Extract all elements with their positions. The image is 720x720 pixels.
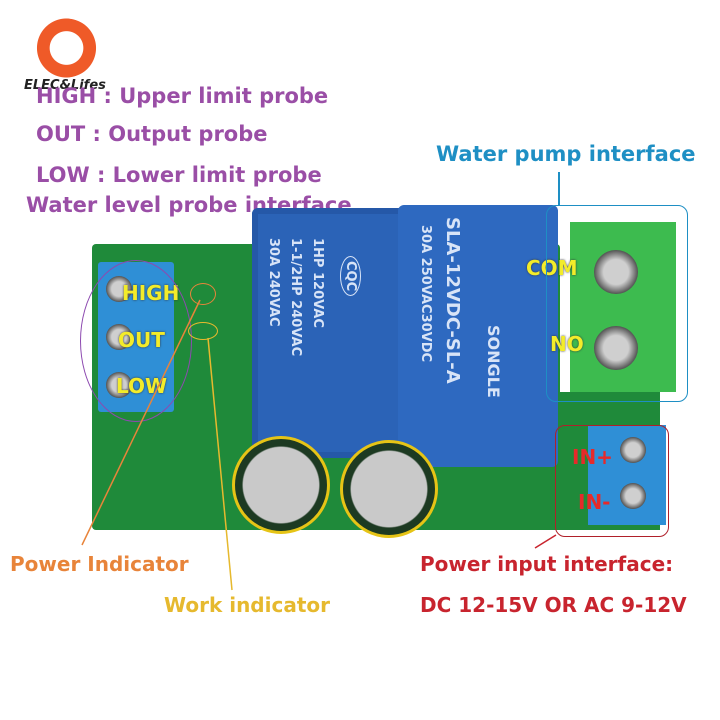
- relay-cover: 30A 250VAC30VDC SLA-12VDC-SL-A SONGLE: [398, 205, 558, 467]
- relay-rating-text: 1HP 120VAC: [310, 238, 325, 328]
- power-terminal-block: [588, 425, 666, 525]
- capacitor-icon: [340, 440, 438, 538]
- legend-high: HIGH : Upper limit probe: [36, 84, 329, 108]
- power-input-spec: DC 12-15V OR AC 9-12V: [420, 593, 687, 617]
- terminal-in-plus-label: IN+: [572, 445, 613, 469]
- relay-rating-text: 30A 240VAC: [266, 238, 281, 327]
- pump-terminal-block: [570, 222, 676, 392]
- relay-rating-text: 30A 250VAC30VDC: [418, 225, 433, 363]
- terminal-in-minus-label: IN-: [578, 490, 611, 514]
- capacitor-icon: [232, 436, 330, 534]
- probe-highlight-ellipse: [80, 260, 192, 422]
- pump-callout-line: [558, 172, 560, 205]
- pump-interface-label: Water pump interface: [436, 142, 696, 166]
- relay-brand-text: SONGLE: [484, 325, 503, 398]
- work-indicator-label: Work indicator: [164, 593, 330, 617]
- power-input-label: Power input interface:: [420, 552, 674, 576]
- relay-cert-mark: CQC: [340, 256, 361, 297]
- terminal-no-label: NO: [550, 332, 584, 356]
- screw-icon: [620, 437, 646, 463]
- work-led-icon: [188, 322, 218, 340]
- brand-logo-text: ELEC&Lifes: [24, 78, 106, 93]
- power-highlight-box: [555, 425, 669, 537]
- power-indicator-label: Power Indicator: [10, 552, 189, 576]
- terminal-com-label: COM: [526, 256, 578, 280]
- legend-out: OUT : Output probe: [36, 122, 268, 146]
- pump-highlight-box: [546, 205, 688, 402]
- power-led-icon: [190, 283, 216, 305]
- relay-rating-text: 1-1/2HP 240VAC: [288, 238, 303, 357]
- screw-icon: [620, 483, 646, 509]
- brand-logo-icon: [28, 18, 98, 78]
- relay-model-text: SLA-12VDC-SL-A: [442, 217, 463, 384]
- screw-icon: [594, 326, 638, 370]
- screw-icon: [594, 250, 638, 294]
- legend-low: LOW : Lower limit probe: [36, 163, 322, 187]
